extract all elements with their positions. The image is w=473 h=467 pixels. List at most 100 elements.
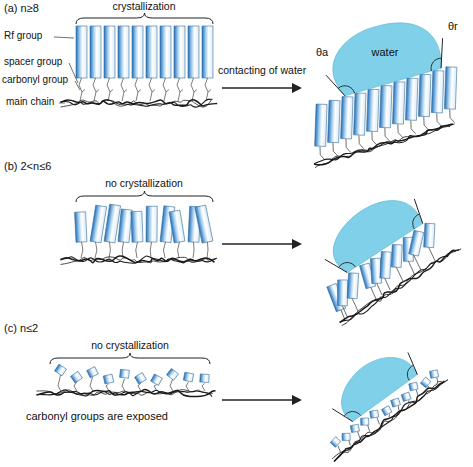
rf-group bbox=[315, 104, 327, 146]
spacer-group bbox=[95, 242, 97, 258]
spacer-group bbox=[149, 78, 152, 101]
rf-group bbox=[55, 364, 67, 376]
panel-c-right bbox=[299, 331, 448, 463]
spacer-group bbox=[370, 131, 377, 145]
main-chain bbox=[61, 100, 212, 107]
spacer-group bbox=[170, 379, 173, 391]
angle-label: θr bbox=[448, 20, 458, 33]
part-label: main chain bbox=[6, 96, 54, 108]
spacer-group bbox=[90, 377, 93, 391]
spacer-group bbox=[344, 139, 351, 153]
spacer-group bbox=[448, 109, 455, 123]
rf-group bbox=[444, 67, 456, 109]
group-label: no crystallization bbox=[105, 177, 183, 190]
spacer-group bbox=[180, 90, 183, 93]
rf-group bbox=[424, 223, 435, 247]
bracket bbox=[76, 191, 213, 202]
rf-group bbox=[118, 26, 129, 78]
rf-group bbox=[174, 26, 185, 78]
spacer-group bbox=[150, 242, 151, 258]
spacer-group bbox=[208, 90, 211, 93]
spacer-group bbox=[369, 287, 378, 299]
rf-group bbox=[341, 97, 353, 139]
water-drop bbox=[329, 343, 418, 422]
angle-arc bbox=[403, 365, 419, 380]
rf-group bbox=[342, 433, 350, 440]
rf-group bbox=[354, 93, 366, 135]
rf-group bbox=[420, 377, 430, 388]
spacer-group bbox=[383, 278, 392, 290]
spacer-group bbox=[122, 379, 125, 391]
rf-group bbox=[76, 26, 87, 78]
rf-group bbox=[104, 26, 115, 78]
rf-group bbox=[367, 89, 379, 131]
spacer-group bbox=[82, 90, 85, 93]
water-drop bbox=[324, 11, 444, 97]
process-arrow bbox=[222, 243, 300, 245]
spacer-group bbox=[178, 242, 180, 258]
spacer-group bbox=[375, 418, 381, 425]
panel-c-left bbox=[37, 364, 216, 396]
spacer-group bbox=[152, 90, 155, 93]
spacer-group bbox=[110, 90, 113, 93]
spacer-group bbox=[194, 90, 197, 93]
rf-group bbox=[431, 71, 443, 113]
rf-group bbox=[169, 210, 185, 243]
spacer-group bbox=[93, 78, 96, 101]
note-label: carbonyl groups are exposed bbox=[26, 410, 168, 423]
spacer-group bbox=[138, 90, 141, 93]
rf-group bbox=[132, 26, 143, 78]
spacer-group bbox=[435, 113, 442, 127]
spacer-group bbox=[397, 406, 401, 410]
angle-arc bbox=[338, 259, 356, 275]
spacer-group bbox=[412, 255, 423, 270]
rf-group bbox=[146, 26, 157, 78]
rf-group bbox=[90, 205, 107, 243]
spacer-group bbox=[422, 117, 429, 131]
water-drop bbox=[320, 186, 424, 275]
spacer-group bbox=[202, 383, 205, 391]
spacer-group bbox=[395, 267, 405, 281]
rf-group bbox=[330, 437, 341, 448]
panel-a-left bbox=[61, 26, 218, 107]
spacer-group bbox=[81, 242, 83, 258]
spacer-group bbox=[347, 440, 351, 445]
spacer-group bbox=[193, 242, 194, 258]
rf-group bbox=[103, 374, 114, 384]
spacer-group bbox=[409, 120, 416, 134]
spacer-group bbox=[163, 242, 165, 258]
spacer-group bbox=[366, 425, 371, 431]
rf-group bbox=[328, 100, 340, 142]
panel-heading: (c) n≤2 bbox=[4, 322, 38, 335]
rf-group bbox=[104, 204, 121, 243]
spacer-group bbox=[207, 242, 209, 258]
tangent-line bbox=[404, 352, 422, 374]
leader-line bbox=[75, 81, 80, 90]
leader-line bbox=[54, 37, 74, 38]
spacer-group bbox=[396, 124, 403, 138]
spacer-group bbox=[375, 283, 384, 295]
main-chain bbox=[37, 390, 213, 397]
rf-group bbox=[380, 252, 392, 279]
rf-group bbox=[135, 373, 147, 384]
bracket bbox=[76, 13, 213, 24]
spacer-group bbox=[341, 306, 350, 318]
rf-group bbox=[183, 372, 193, 382]
rf-group bbox=[392, 82, 404, 124]
panel-b-right bbox=[295, 177, 461, 327]
rf-group bbox=[188, 26, 199, 78]
spacer-group bbox=[407, 261, 416, 274]
rf-group bbox=[87, 367, 99, 378]
spacer-group bbox=[177, 78, 180, 101]
rf-group bbox=[337, 280, 347, 306]
angle-arc bbox=[338, 83, 355, 97]
tangent-line bbox=[325, 253, 347, 279]
tangent-line bbox=[409, 199, 428, 224]
spacer-group bbox=[138, 383, 141, 391]
rf-group bbox=[166, 368, 178, 380]
leader-line bbox=[69, 63, 78, 83]
process-arrow bbox=[222, 399, 300, 401]
rf-group bbox=[151, 374, 163, 385]
spacer-group bbox=[124, 90, 127, 93]
